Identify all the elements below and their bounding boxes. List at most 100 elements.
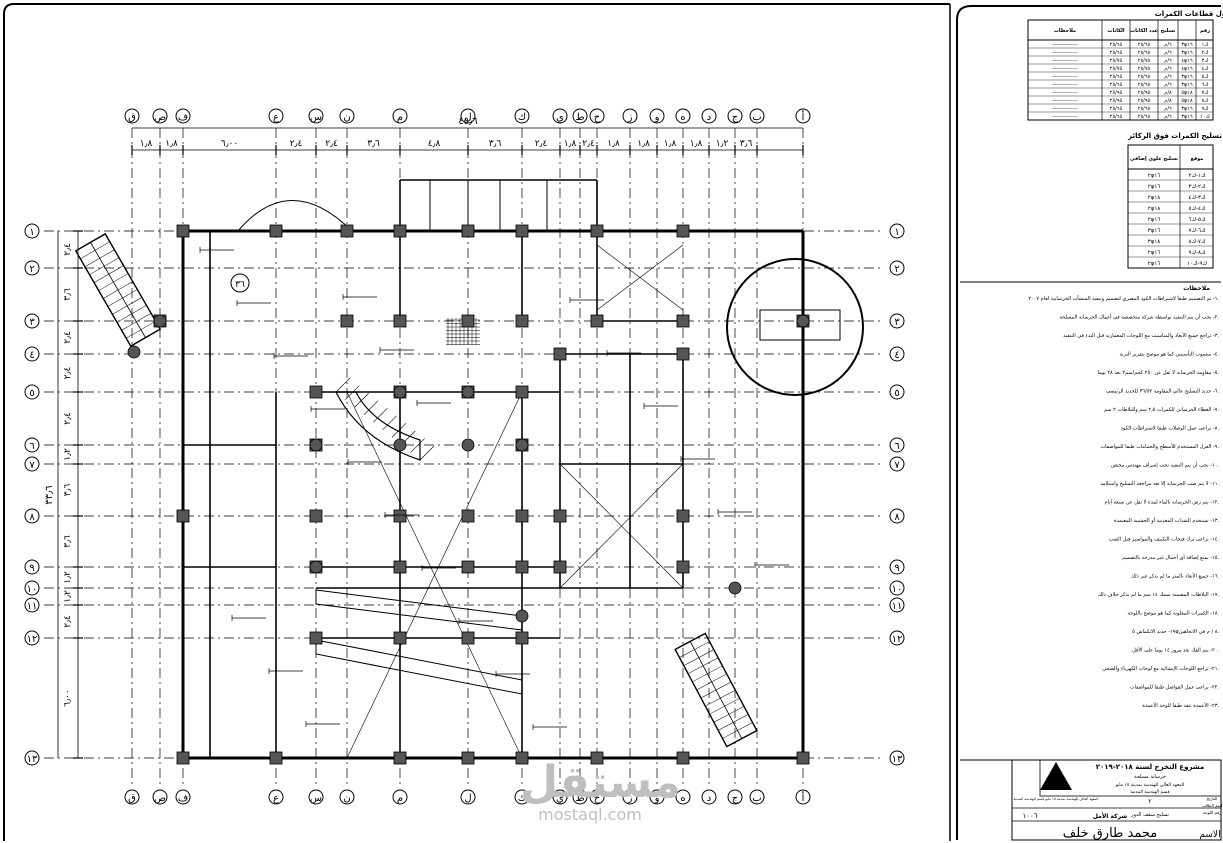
columns-cell: ٢φ١٦	[1148, 217, 1161, 223]
grid-number: ١١	[892, 601, 903, 612]
dim-label-side: ٢٫٤	[63, 367, 73, 380]
note-line: ٦- حديد التسليح عالي المقاومة ٣٦/٥٢ للحد…	[1106, 389, 1219, 395]
schedule-cell: ٢٥/٩٥	[1138, 90, 1151, 96]
grid-bubble	[460, 789, 476, 805]
section-mark-label: ٣٦	[235, 280, 245, 290]
column	[176, 224, 190, 238]
grid-letter: س	[310, 793, 322, 804]
grid-letter: أ	[802, 791, 805, 804]
arc-canopy	[237, 200, 353, 232]
grid-number: ١٣	[27, 754, 38, 765]
columns-title: تسليح الكمرات فوق الركائز	[1127, 132, 1222, 140]
grid-bubble	[889, 559, 905, 575]
dim-label: ١٫٨	[140, 139, 153, 149]
grid-bubble	[24, 580, 40, 596]
note-line: ٥- مقاومة الخرسانة لا تقل عن ٢٥٠ كجم/سم٢…	[1098, 370, 1220, 376]
schedule-cell: ٢٥/٦٥	[1110, 114, 1123, 120]
round-column	[461, 385, 475, 399]
grid-bubble	[24, 437, 40, 453]
note-line: ١٩- حديد الانكماش ٥φ٨ / م في الاتجاهين.	[1132, 629, 1219, 635]
grid-bubble	[622, 108, 638, 124]
grid-bubble	[24, 508, 40, 524]
grid-bubble	[889, 508, 905, 524]
note-line: ١٠- يجب أن يتم التنفيذ تحت إشراف مهندس م…	[1111, 462, 1220, 469]
schedule-cell: ٢٥/٧٥	[1110, 58, 1123, 64]
schedule-cell: --------------	[1052, 114, 1077, 120]
columns-cell: ٣φ١٦	[1148, 228, 1161, 234]
stair-step	[382, 415, 397, 430]
grid-letter: ب	[752, 793, 761, 804]
grid-bubble	[152, 108, 168, 124]
column	[393, 314, 407, 328]
note-line: ١٢- يتم رش الخرسانة بالماء لمدة لا تقل ع…	[1105, 499, 1220, 506]
columns-cell: ك٥-ك٦	[1188, 217, 1205, 223]
grid-number: ١	[29, 227, 34, 238]
schedule-cell: ٦/م	[1164, 82, 1172, 88]
grid-bubble	[889, 223, 905, 239]
stair-left	[74, 232, 162, 348]
columns-header: تسليح علوي إضافي	[1130, 156, 1178, 162]
column	[676, 560, 690, 574]
round-column	[728, 581, 742, 595]
grid-bubble	[24, 384, 40, 400]
grid-bubble	[889, 313, 905, 329]
note-line: ١١- لا يتم صب الخرسانة إلا بعد مراجعة ال…	[1100, 481, 1219, 487]
title-project: مشروع التخرج لسنة ٢٠١٨-٢٠١٩	[1096, 763, 1205, 771]
title-row-label: اسم الطالب	[1202, 803, 1222, 808]
dim-label-side: ١٫٢	[63, 448, 73, 461]
column	[676, 314, 690, 328]
grid-number: ١٠	[892, 584, 903, 595]
stair-step	[419, 445, 435, 461]
column	[676, 751, 690, 765]
title-project-box	[1039, 759, 1222, 797]
schedule-cell: ٢٥/٦٥	[1138, 82, 1151, 88]
schedule-cell: ٤φ١٦	[1181, 66, 1193, 72]
schedule-cell: ٢٥/٧٥	[1110, 66, 1123, 72]
columns-cell: ك٨-ك٩	[1188, 250, 1205, 256]
schedule-cell: ٢٥/٧٥	[1138, 66, 1151, 72]
grid-letter: ن	[343, 112, 350, 123]
title-dept2: قسم الهندسة المدنية	[1130, 790, 1169, 795]
grid-letter: د	[707, 112, 711, 123]
grid-number: ٤	[29, 350, 34, 361]
schedule-header: رقم	[1200, 28, 1210, 34]
title-drawing: تسليح سقف الدور	[1130, 812, 1169, 818]
grid-bubble	[24, 630, 40, 646]
curved-stair	[335, 391, 421, 461]
schedule-cell: ك٢	[1202, 50, 1209, 56]
schedule-cell: ٦/م	[1164, 42, 1172, 48]
schedule-cell: ٣φ١٦	[1181, 50, 1193, 56]
columns-cell: ك٣-ك٤	[1188, 195, 1205, 201]
note-line: ٤- منسوب التأسيس كما هو موضح بتقرير التر…	[1119, 350, 1219, 358]
schedule-title: جدول قطاعات الكمرات	[1155, 10, 1223, 18]
grid-bubble	[392, 789, 408, 805]
grid-letter: ط	[575, 793, 584, 804]
schedule-cell: ك٣	[1202, 58, 1209, 64]
dim-label: ١٫٨	[607, 139, 620, 149]
grid-bubble	[572, 108, 588, 124]
grid-bubble	[268, 108, 284, 124]
note-line: ١٨- الكمرات المقلوبة كما هو موضح باللوحة…	[1127, 611, 1219, 617]
grid-number: ٥	[894, 388, 899, 399]
grid-number: ٣	[894, 317, 900, 328]
columns-cell: ك٩-ك١٠	[1187, 261, 1207, 267]
schedule-cell: ك٧	[1202, 90, 1209, 96]
column	[590, 751, 604, 765]
grid-bubble	[24, 223, 40, 239]
grid-number: ١٢	[27, 634, 38, 645]
grid-letter: س	[310, 112, 322, 123]
grid-bubble	[24, 750, 40, 766]
grid-bubble	[889, 456, 905, 472]
schedule-cell: ٢٥/٦٥	[1110, 82, 1123, 88]
grid-bubble	[889, 630, 905, 646]
title-company: شركة الأمل	[1093, 812, 1128, 820]
grid-bubble	[889, 346, 905, 362]
grid-bubble	[589, 789, 605, 805]
grid-bubble	[572, 789, 588, 805]
grid-bubble	[514, 108, 530, 124]
schedule-cell: --------------	[1052, 66, 1077, 72]
schedule-cell: ك٦	[1202, 82, 1209, 88]
note-line: ٢٢- يراعى عمل الفواصل طبقا للمواصفات.	[1130, 685, 1220, 691]
dim-label-side: ٦٫٠٠	[63, 689, 73, 706]
